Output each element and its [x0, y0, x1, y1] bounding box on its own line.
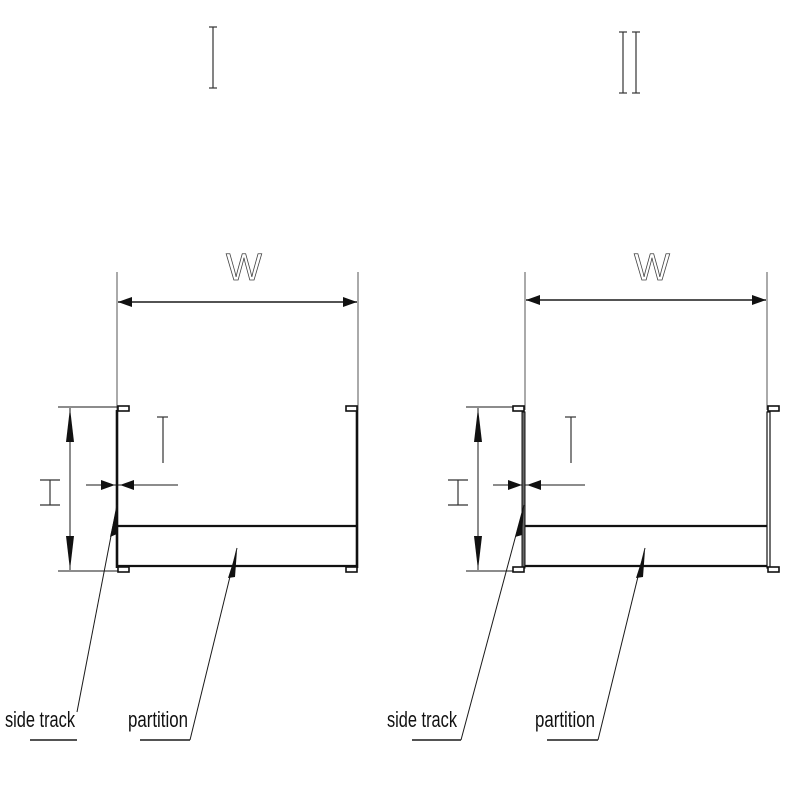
- panel-title-i: [209, 26, 217, 89]
- panel-i: W: [5, 26, 359, 741]
- thickness-label: [565, 416, 576, 463]
- partition-label: partition: [128, 707, 188, 732]
- height-dimension: [40, 406, 118, 572]
- panel-title-ii: [619, 31, 640, 94]
- partition-leader: [547, 547, 646, 741]
- thickness-dimension: [86, 416, 178, 490]
- partition: [118, 524, 357, 568]
- side-track-right: [766, 405, 780, 573]
- thickness-dimension: [493, 416, 585, 490]
- height-label: [40, 479, 60, 506]
- thickness-label: [157, 416, 168, 463]
- panel-ii: W: [387, 31, 780, 741]
- width-dimension: W: [116, 247, 359, 410]
- side-track-left: [512, 405, 526, 573]
- height-dimension: [448, 406, 516, 572]
- width-label: W: [634, 247, 670, 289]
- partition: [525, 524, 767, 568]
- height-label: [448, 479, 468, 506]
- side-track-leader: [412, 504, 525, 741]
- side-track-right: [345, 405, 359, 573]
- partition-label: partition: [535, 707, 595, 732]
- side-track-label: side track: [5, 707, 76, 732]
- width-label: W: [226, 247, 262, 289]
- side-track-left: [115, 405, 130, 573]
- partition-leader: [140, 547, 238, 741]
- side-track-leader: [30, 504, 118, 741]
- width-dimension: W: [524, 247, 768, 410]
- side-track-label: side track: [387, 707, 458, 732]
